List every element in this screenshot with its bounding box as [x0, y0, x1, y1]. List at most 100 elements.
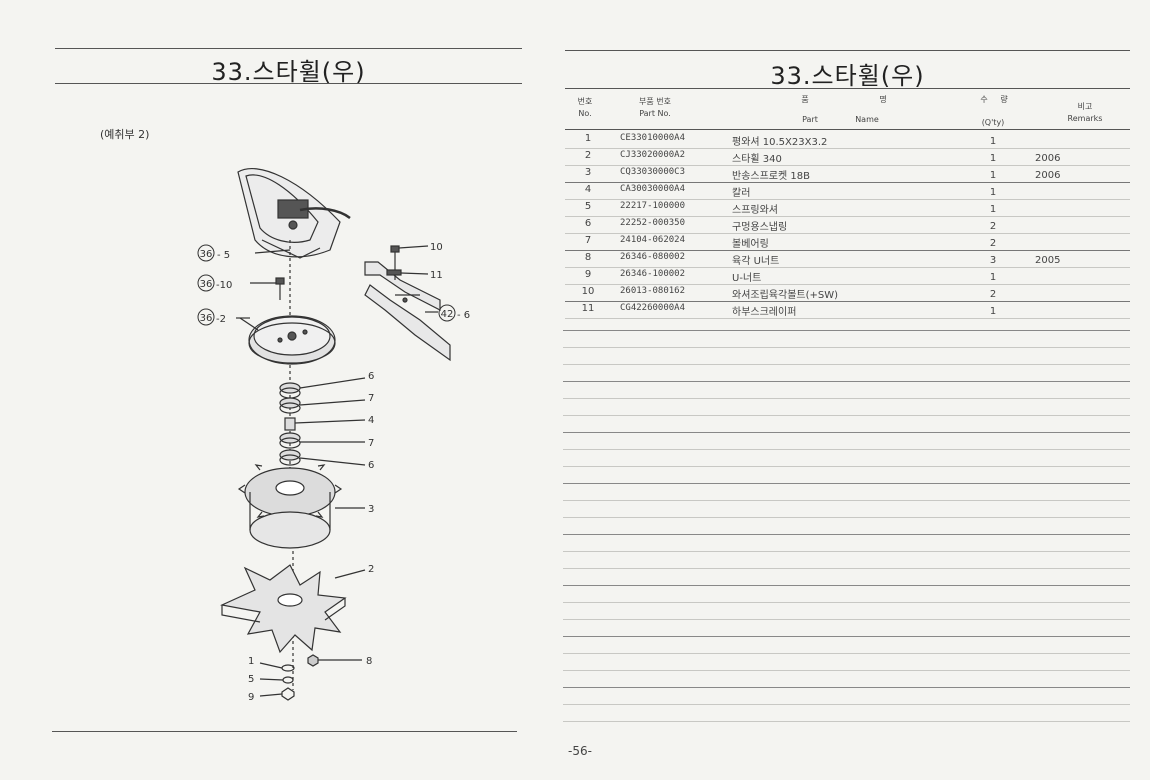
- blank-row-line: [563, 687, 1130, 688]
- right-title-bottom-rule: [565, 88, 1130, 89]
- row-part-name: 스프링와셔: [732, 205, 778, 216]
- row-part-no: CE33010000A4: [620, 133, 686, 143]
- row-part-name: U-너트: [732, 273, 762, 284]
- row-part-no: 22252-000350: [620, 218, 686, 228]
- table-row-divider: [565, 165, 1130, 166]
- header-no: 번호 No.: [570, 96, 600, 120]
- table-row-divider: [565, 250, 1130, 251]
- diagram-note: (예취부 2): [100, 128, 150, 141]
- callout-42-6-number: - 6: [457, 310, 470, 321]
- callout-10: 10: [430, 242, 443, 253]
- row-no: 8: [584, 252, 592, 263]
- callout-9: 9: [248, 692, 254, 703]
- callout-36-2-badge: 36: [200, 313, 213, 324]
- blank-row-line: [563, 347, 1130, 348]
- row-no: 11: [581, 303, 595, 314]
- row-part-name: 와셔조립육각볼트(+SW): [732, 290, 839, 301]
- row-qty: 1: [989, 272, 997, 283]
- blank-row-line: [563, 483, 1130, 484]
- row-qty: 1: [989, 136, 997, 147]
- row-part-name: 스타휠 340: [732, 154, 782, 165]
- row-no: 7: [584, 235, 592, 246]
- blank-row-line: [563, 704, 1130, 705]
- callout-3: 3: [368, 504, 374, 515]
- row-part-no: 26346-080002: [620, 252, 686, 262]
- header-name-en-2: Name: [855, 115, 879, 124]
- left-title-top-rule: [55, 48, 522, 49]
- callout-7-bottom: 7: [368, 438, 374, 449]
- row-remarks: 2006: [1035, 170, 1061, 181]
- row-no: 4: [584, 184, 592, 195]
- row-remarks: 2006: [1035, 153, 1061, 164]
- row-part-name: 하부스크레이퍼: [732, 307, 797, 318]
- row-qty: 1: [989, 306, 997, 317]
- callout-5: 5: [248, 674, 254, 685]
- row-no: 10: [581, 286, 595, 297]
- blank-row-line: [563, 432, 1130, 433]
- callout-36-2-number: -2: [216, 314, 226, 325]
- row-qty: 1: [989, 187, 997, 198]
- row-no: 6: [584, 218, 592, 229]
- row-part-name: 육각 U너트: [732, 256, 780, 267]
- header-qty-ko-1: 수: [980, 95, 988, 104]
- header-part-no-en: Part No.: [639, 109, 671, 118]
- blank-row-line: [563, 551, 1130, 552]
- callout-36-10-badge: 36: [200, 279, 213, 290]
- row-part-no: 24104-062024: [620, 235, 686, 245]
- row-part-no: CQ33030000C3: [620, 167, 686, 177]
- callout-7-top: 7: [368, 393, 374, 404]
- table-row-divider: [565, 199, 1130, 200]
- row-no: 9: [584, 269, 592, 280]
- callout-8: 8: [366, 656, 372, 667]
- callout-4: 4: [368, 415, 374, 426]
- row-qty: 1: [989, 170, 997, 181]
- row-no: 5: [584, 201, 592, 212]
- callout-6-bottom: 6: [368, 460, 374, 471]
- row-part-name: 볼베어링: [732, 239, 769, 250]
- row-part-no: 26346-100002: [620, 269, 686, 279]
- blank-row-line: [563, 585, 1130, 586]
- header-part-no-ko: 부품 번호: [639, 97, 671, 106]
- header-name-ko-2: 명: [879, 95, 887, 104]
- table-row-divider: [565, 216, 1130, 217]
- row-qty: 1: [989, 153, 997, 164]
- blank-row-line: [563, 602, 1130, 603]
- callout-36-5-number: - 5: [217, 250, 230, 261]
- right-title-top-rule: [565, 50, 1130, 51]
- row-part-no: 26013-080162: [620, 286, 686, 296]
- row-part-name: 구멍용스냅링: [732, 222, 788, 233]
- table-row-divider: [565, 318, 1130, 319]
- blank-row-line: [563, 517, 1130, 518]
- blank-row-line: [563, 466, 1130, 467]
- header-remarks-en: Remarks: [1067, 114, 1103, 123]
- header-name-ko-1: 품: [801, 95, 809, 104]
- table-row-divider: [565, 148, 1130, 149]
- blank-row-line: [563, 636, 1130, 637]
- blank-row-line: [563, 330, 1130, 331]
- callout-36-10-number: -10: [216, 280, 232, 291]
- row-qty: 1: [989, 204, 997, 215]
- blank-row-line: [563, 364, 1130, 365]
- left-bottom-rule: [52, 731, 517, 732]
- callout-36-5-badge: 36: [200, 249, 213, 260]
- callout-6-top: 6: [368, 371, 374, 382]
- callout-2: 2: [368, 564, 374, 575]
- row-qty: 2: [989, 289, 997, 300]
- blank-row-line: [563, 670, 1130, 671]
- header-part-no: 부품 번호 Part No.: [620, 96, 690, 120]
- exploded-parts-diagram: 36 - 5 36 -10 36 -2 42 - 6 10 11 6 7 4 7…: [197, 168, 470, 703]
- row-part-name: 평와셔 10.5X23X3.2: [732, 137, 828, 148]
- left-page: 33.스타휠(우) (예취부 2): [0, 0, 545, 780]
- left-page-title: 33.스타휠(우): [211, 58, 366, 86]
- page-number: -56-: [568, 744, 592, 758]
- callout-1: 1: [248, 656, 254, 667]
- blank-row-line: [563, 568, 1130, 569]
- header-remarks-ko: 비고: [1077, 102, 1093, 111]
- header-remarks: 비고 Remarks: [1050, 101, 1120, 125]
- row-part-no: 22217-100000: [620, 201, 686, 211]
- left-title-bottom-rule: [55, 83, 522, 84]
- row-remarks: 2005: [1035, 255, 1061, 266]
- blank-row-line: [563, 500, 1130, 501]
- header-qty-ko-2: 량: [1000, 95, 1008, 104]
- right-page-title: 33.스타휠(우): [770, 62, 925, 90]
